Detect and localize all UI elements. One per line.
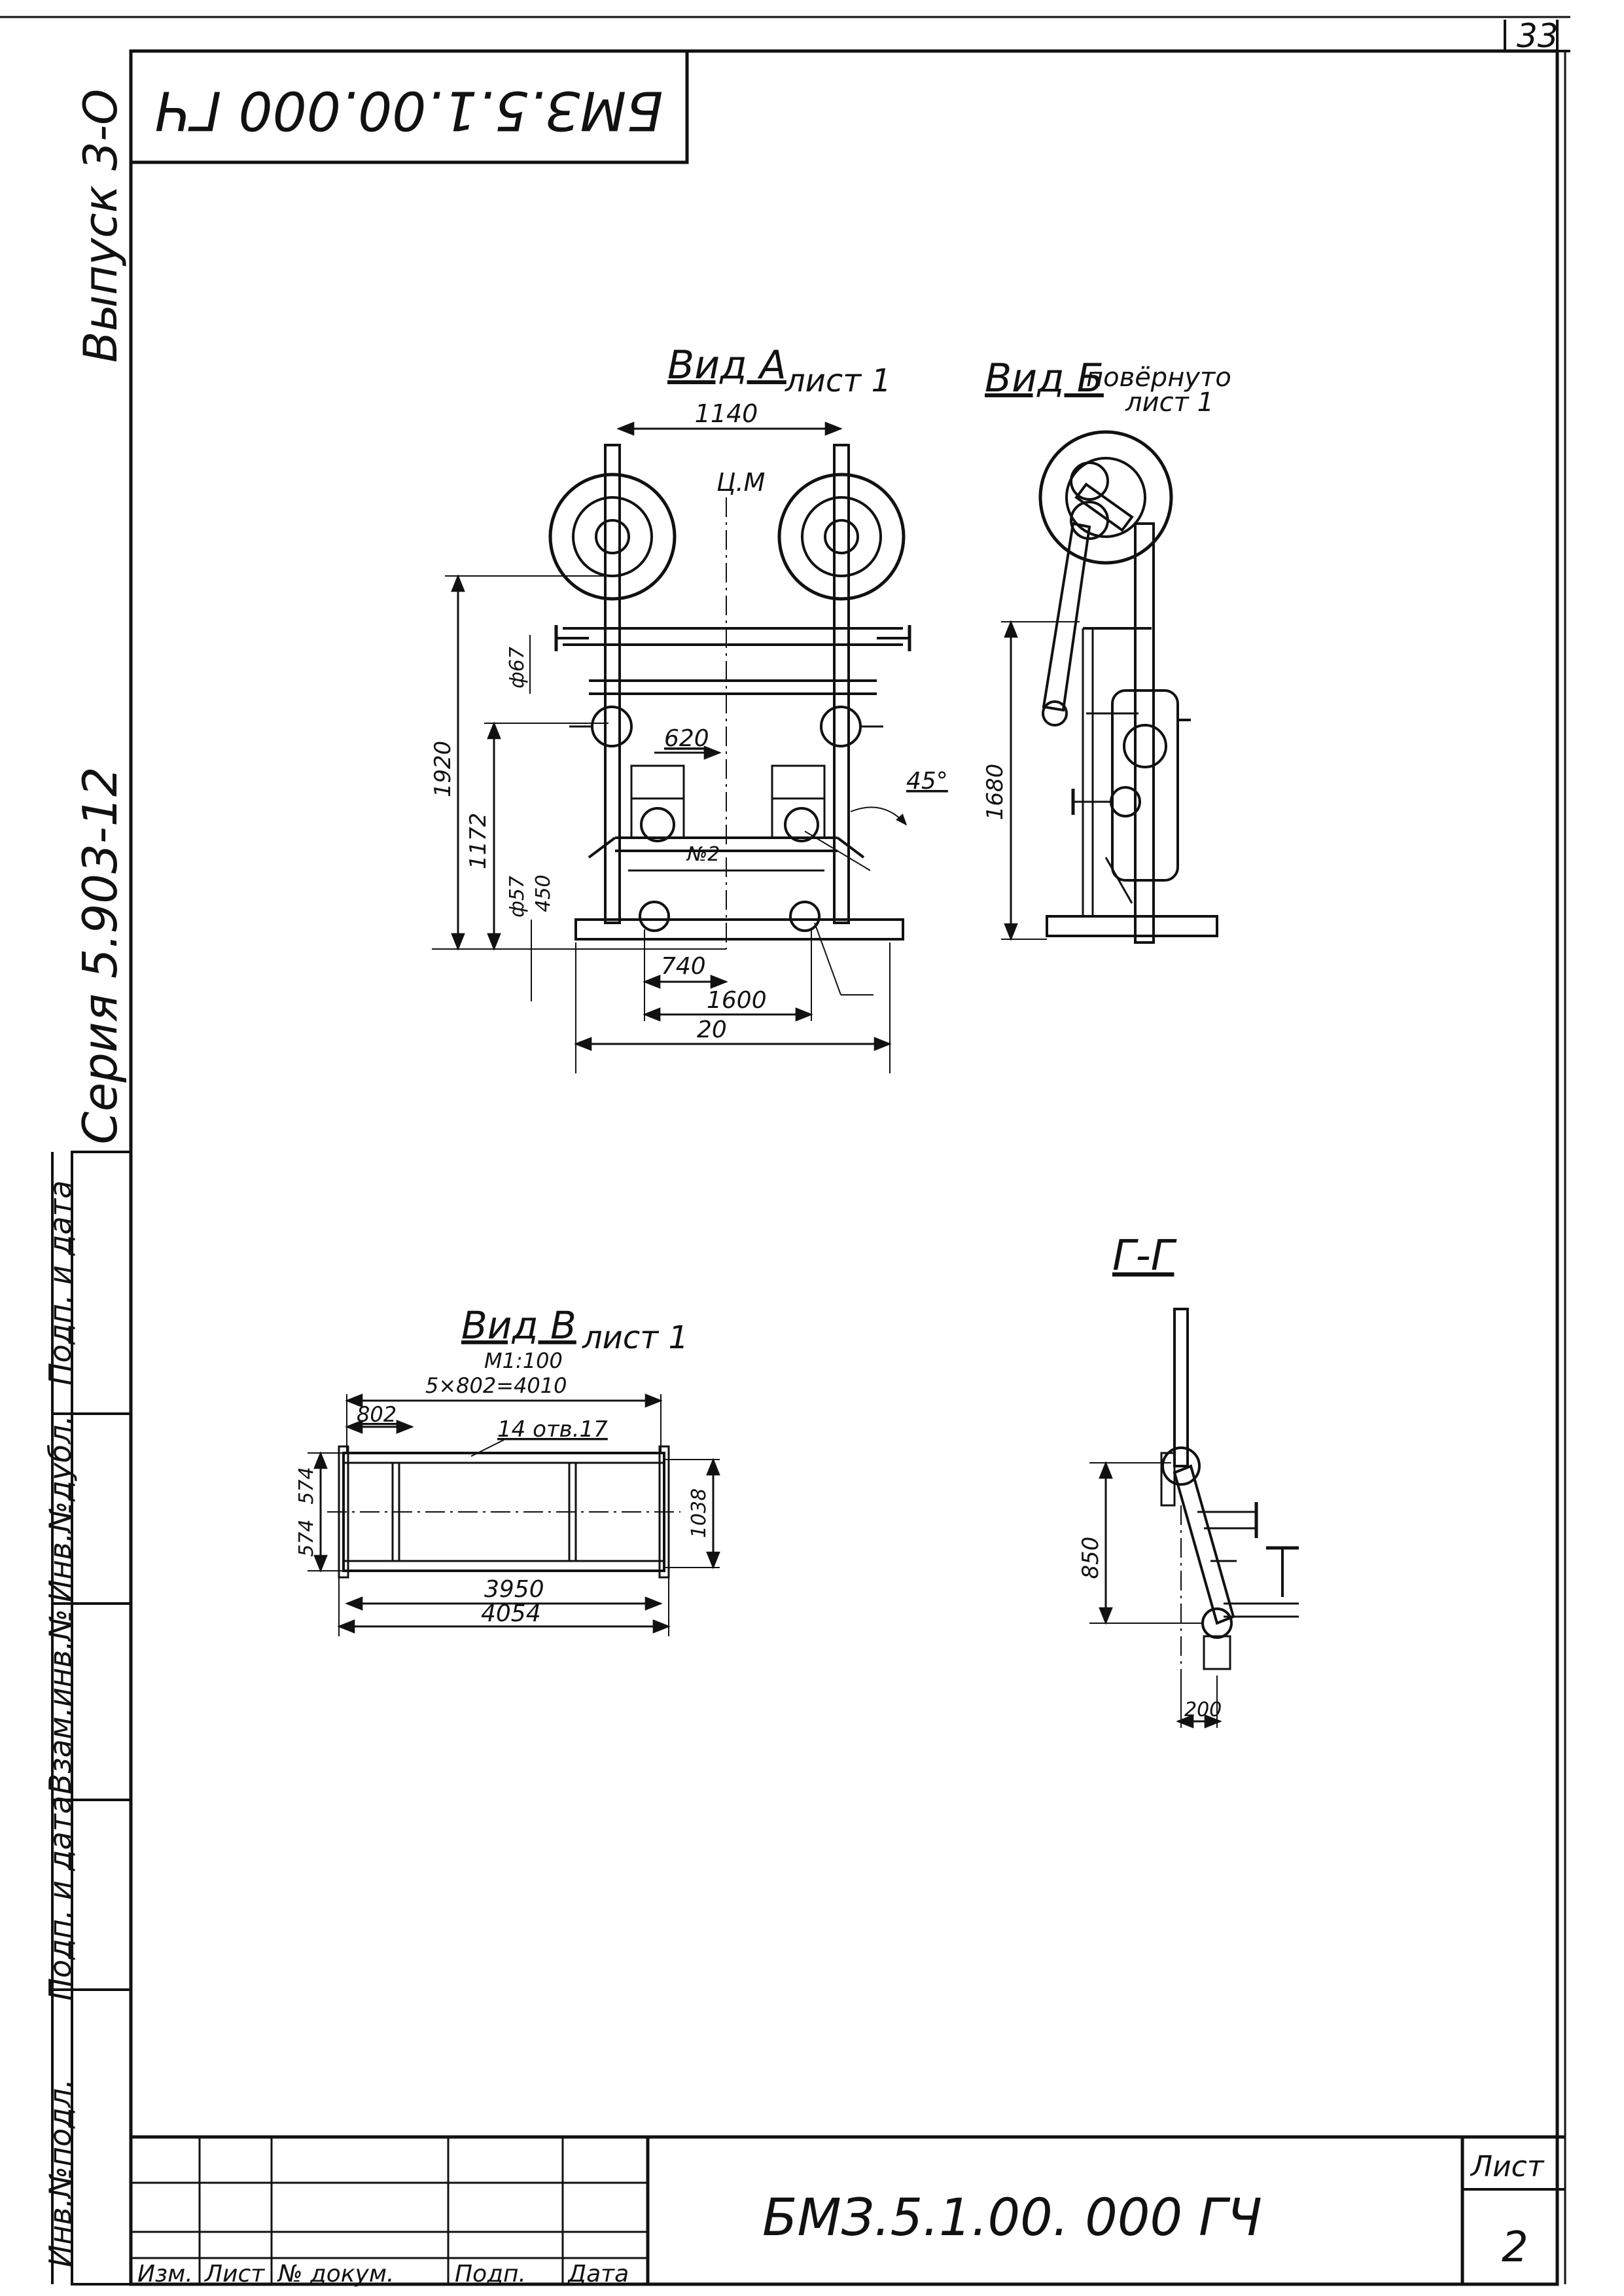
view-v-dim-802: 802 xyxy=(357,1402,397,1427)
col-list: Лист xyxy=(203,2261,265,2287)
side-stamp-inv: Инв.№подл. xyxy=(43,2079,78,2267)
view-v-scale: М1:100 xyxy=(484,1348,563,1373)
view-a-sheet: лист 1 xyxy=(785,363,891,399)
view-a-dim-d67: 450 xyxy=(532,874,555,912)
view-a: Вид А лист 1 1140 Ц.М xyxy=(430,342,948,1073)
view-v-holes: 14 отв.17 xyxy=(497,1416,608,1443)
view-v-dim-574a: 574 xyxy=(295,1467,318,1504)
col-doc: № докум. xyxy=(277,2261,394,2287)
view-v-title: Вид В xyxy=(461,1303,576,1348)
view-a-dim-d57: ф67 xyxy=(506,647,529,689)
section-g-dim-200: 200 xyxy=(1184,1698,1222,1721)
col-date: Дата xyxy=(567,2261,629,2287)
section-g-title: Г-Г xyxy=(1112,1232,1177,1280)
view-a-dim-1140: 1140 xyxy=(695,399,758,428)
side-stamp-dup: Инв.№дубл. xyxy=(43,1415,78,1602)
title-block xyxy=(131,2135,1565,2284)
side-stamp xyxy=(51,1151,132,2286)
issue-label: Выпуск 3-О xyxy=(74,89,128,363)
view-b-note: повёрнуто xyxy=(1086,363,1231,393)
stamp-code: БМЗ.5.1.00.000 ГЧ xyxy=(155,79,663,141)
view-v-dim-3950: 3950 xyxy=(484,1576,544,1603)
view-a-dim-45: 45° xyxy=(906,768,948,795)
series-label: Серия 5.903-12 xyxy=(73,767,128,1145)
side-stamp-replace: Взам.инв.№ xyxy=(43,1609,78,1794)
section-g-dim-850: 850 xyxy=(1078,1537,1104,1579)
view-v-dim-4054: 4054 xyxy=(481,1600,541,1627)
col-izm: Изм. xyxy=(137,2261,193,2287)
side-stamp-sign-1: Подп. и дата xyxy=(43,1795,78,2000)
view-a-part-2: №2 xyxy=(686,843,720,866)
side-stamp-sign-2: Подп. и дата xyxy=(43,1180,78,1385)
view-a-cm: Ц.М xyxy=(716,468,765,497)
view-b-sheet: лист 1 xyxy=(1125,387,1214,418)
sheet-number: 2 xyxy=(1502,2223,1528,2272)
view-b: Вид Б повёрнуто лист 1 1680 xyxy=(982,355,1231,944)
view-v-pitch: 5×802=4010 xyxy=(425,1373,567,1398)
view-a-title: Вид А xyxy=(667,342,786,388)
col-sign: Подп. xyxy=(455,2261,526,2287)
view-a-dim-1600: 20 xyxy=(697,1016,727,1043)
document-stamp: БМЗ.5.1.00.000 ГЧ xyxy=(129,49,689,164)
view-a-dim-620: 620 xyxy=(664,725,709,752)
view-v-dim-1038: 1038 xyxy=(688,1488,711,1538)
view-b-title: Вид Б xyxy=(985,355,1104,401)
sheet-label: Лист xyxy=(1470,2150,1545,2183)
view-a-dim-1172: 1172 xyxy=(465,813,491,870)
page-number: 33 xyxy=(1517,17,1559,55)
section-g: Г-Г 850 200 xyxy=(1078,1232,1299,1729)
view-v-dim-574b: 574 xyxy=(295,1519,318,1556)
view-a-dim-450: 740 xyxy=(661,953,706,980)
view-a-dim-740: 1600 xyxy=(707,987,767,1014)
view-b-dim-1680: 1680 xyxy=(982,764,1008,821)
view-a-dim-152: ф57 xyxy=(506,876,529,918)
view-v: Вид В лист 1 М1:100 5×802=4010 802 14 от… xyxy=(295,1303,720,1636)
designation: БМЗ.5.1.00. 000 ГЧ xyxy=(762,2189,1262,2248)
view-v-sheet: лист 1 xyxy=(582,1319,688,1356)
view-a-dim-1920: 1920 xyxy=(430,741,456,798)
